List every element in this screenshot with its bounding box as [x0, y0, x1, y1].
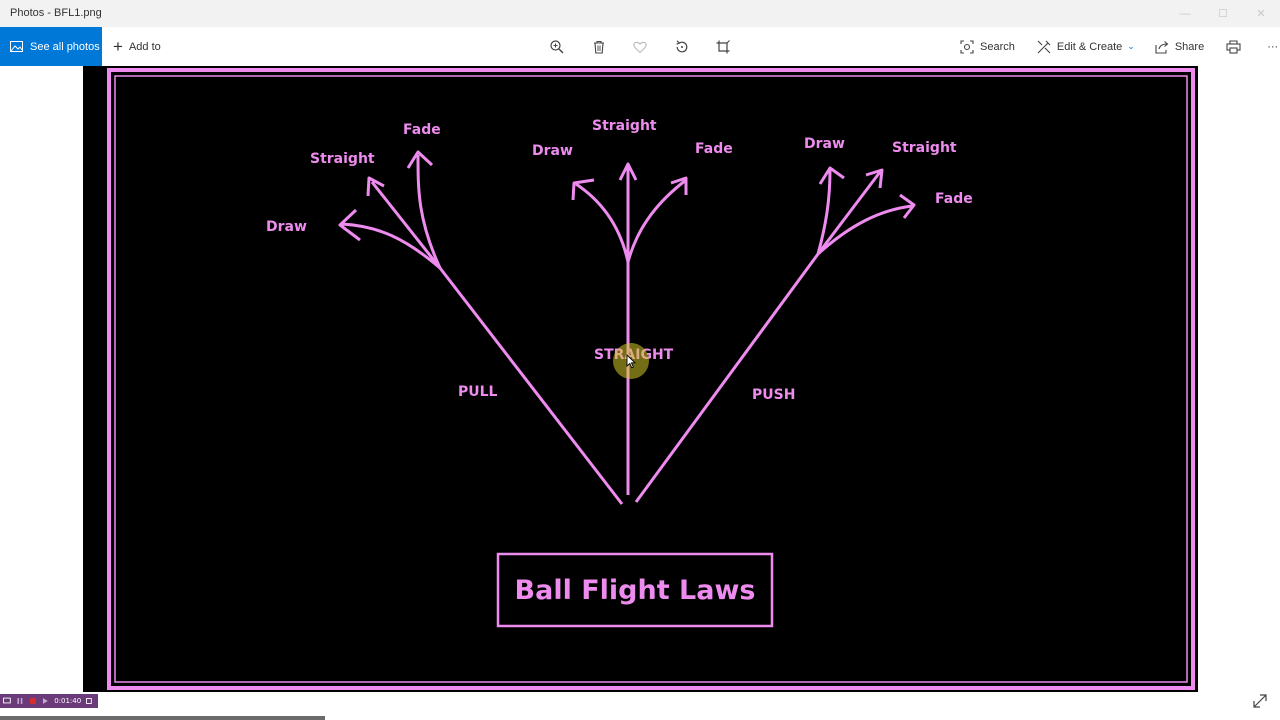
right-tools: Search Edit & Create ⌄ Share ··· — [960, 27, 1278, 66]
close-button[interactable]: ✕ — [1256, 8, 1266, 20]
crop-button[interactable] — [713, 37, 733, 57]
progress-strip — [0, 716, 325, 720]
search-button[interactable]: Search — [960, 27, 1015, 66]
zoom-icon — [550, 39, 564, 53]
share-button[interactable]: Share — [1155, 27, 1204, 66]
record-icon[interactable] — [29, 697, 37, 705]
see-all-photos-button[interactable]: See all photos — [0, 27, 102, 66]
edit-create-button[interactable]: Edit & Create ⌄ — [1037, 27, 1135, 66]
recording-time: 0:01:40 — [54, 697, 82, 705]
photos-icon — [10, 41, 23, 52]
more-icon: ··· — [1267, 40, 1279, 53]
favorite-button[interactable] — [630, 37, 650, 57]
window-title: Photos - BFL1.png — [10, 7, 102, 19]
rotate-button[interactable] — [672, 37, 692, 57]
print-button[interactable] — [1226, 27, 1247, 66]
title-bar: Photos - BFL1.png — ☐ ✕ — [0, 0, 1280, 27]
plus-icon: + — [113, 37, 123, 56]
print-icon — [1226, 39, 1241, 54]
add-to-button[interactable]: + Add to — [113, 27, 161, 66]
search-label: Search — [980, 40, 1015, 53]
photo-canvas — [83, 66, 1198, 692]
minimize-button[interactable]: — — [1179, 7, 1191, 20]
play-icon[interactable] — [41, 697, 49, 705]
heart-icon — [633, 41, 647, 53]
toolbar: See all photos + Add to — [0, 27, 1280, 66]
edit-icon — [1037, 40, 1051, 53]
delete-button[interactable] — [589, 37, 609, 57]
pause-icon[interactable] — [16, 697, 24, 705]
share-label: Share — [1174, 40, 1205, 53]
crop-icon — [716, 39, 730, 53]
more-options-button[interactable]: ··· — [1267, 27, 1278, 66]
share-icon — [1155, 40, 1169, 54]
add-to-label: Add to — [128, 40, 161, 53]
recorder-screen-icon[interactable] — [3, 697, 11, 705]
search-icon — [960, 39, 974, 54]
chevron-down-icon: ⌄ — [1127, 41, 1135, 51]
image-tools — [547, 27, 755, 66]
zoom-button[interactable] — [547, 37, 567, 57]
stop-icon[interactable] — [85, 697, 93, 705]
see-all-photos-label: See all photos — [30, 40, 100, 53]
edit-create-label: Edit & Create — [1056, 40, 1123, 53]
trash-icon — [593, 40, 604, 54]
recorder-bar: 0:01:40 — [0, 694, 98, 708]
expand-icon[interactable] — [1251, 692, 1269, 710]
rotate-icon — [675, 39, 687, 52]
maximize-button[interactable]: ☐ — [1218, 8, 1228, 20]
mouse-cursor-icon — [626, 354, 636, 369]
window-controls: — ☐ ✕ — [1166, 0, 1280, 27]
